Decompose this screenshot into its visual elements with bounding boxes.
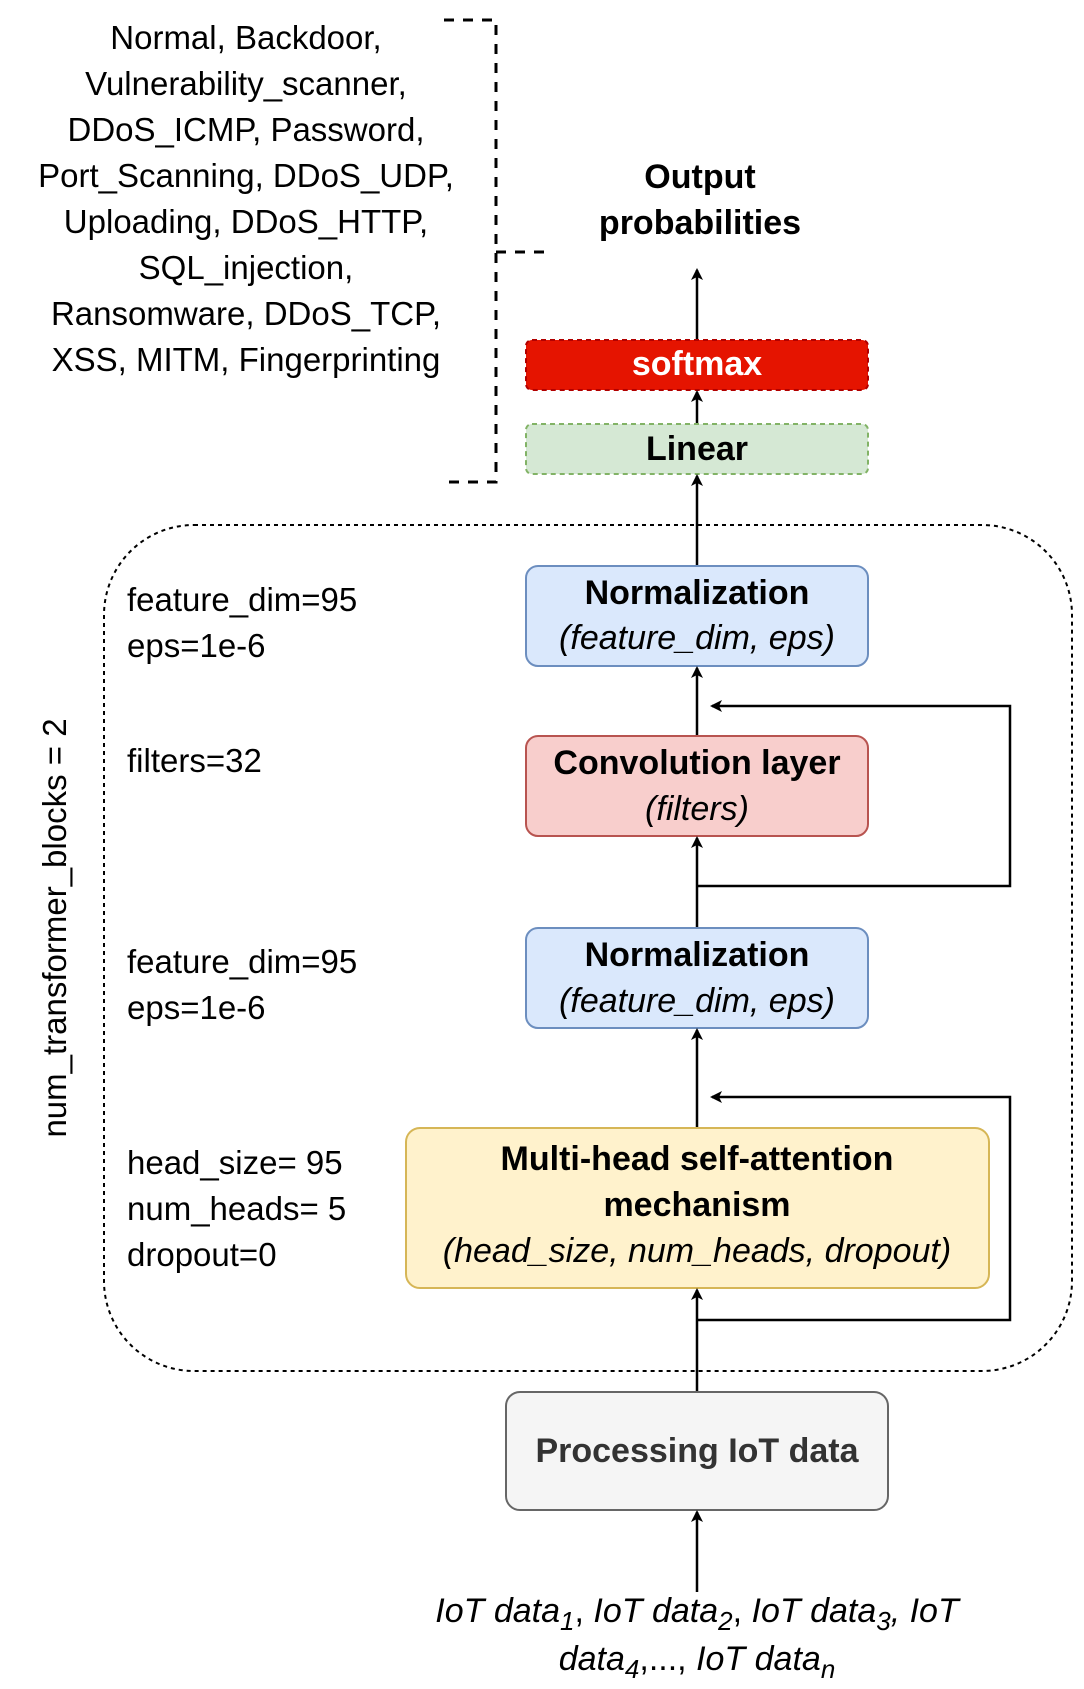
class-list-line: XSS, MITM, Fingerprinting	[52, 341, 441, 378]
class-list-line: Ransomware, DDoS_TCP,	[51, 295, 441, 332]
attention-title-line2: mechanism	[603, 1186, 790, 1224]
input-line1: IoT data1, IoT data2, IoT data3, IoT	[435, 1592, 961, 1636]
attention-hyper3: dropout=0	[127, 1236, 277, 1273]
output-title-line2: probabilities	[599, 204, 801, 242]
class-list: Normal, Backdoor, Vulnerability_scanner,…	[38, 19, 454, 378]
residual-attention	[697, 1091, 1012, 1322]
attention-hyper1: head_size= 95	[127, 1144, 343, 1181]
softmax-label: softmax	[632, 345, 762, 383]
attention-params: (head_size, num_heads, dropout)	[443, 1232, 951, 1270]
class-list-line: Port_Scanning, DDoS_UDP,	[38, 157, 454, 194]
class-bracket	[444, 18, 546, 484]
processing-label: Processing IoT data	[535, 1432, 859, 1470]
num-transformer-blocks-label: num_transformer_blocks = 2	[36, 718, 73, 1137]
normalization-top-hyper1: feature_dim=95	[127, 581, 357, 618]
normalization-top-title: Normalization	[585, 574, 810, 612]
transformer-block-container	[103, 524, 1073, 1372]
normalization-bottom-params: (feature_dim, eps)	[559, 982, 835, 1020]
convolution-params: (filters)	[645, 790, 749, 828]
normalization-bottom-hyper1: feature_dim=95	[127, 943, 357, 980]
class-list-line: SQL_injection,	[139, 249, 354, 286]
residual-conv	[697, 700, 1012, 888]
attention-hyper2: num_heads= 5	[127, 1190, 346, 1227]
linear-label: Linear	[646, 430, 748, 468]
class-list-line: Normal, Backdoor,	[110, 19, 381, 56]
normalization-bottom-title: Normalization	[585, 936, 810, 974]
class-list-line: DDoS_ICMP, Password,	[67, 111, 424, 148]
attention-title-line1: Multi-head self-attention	[501, 1140, 894, 1178]
output-title-line1: Output	[644, 158, 755, 196]
class-list-line: Uploading, DDoS_HTTP,	[64, 203, 428, 240]
input-line2: data4,..., IoT datan	[559, 1640, 836, 1684]
normalization-top-hyper2: eps=1e-6	[127, 627, 266, 664]
convolution-title: Convolution layer	[553, 744, 840, 782]
convolution-hyper1: filters=32	[127, 742, 262, 779]
normalization-top-params: (feature_dim, eps)	[559, 619, 835, 657]
class-list-line: Vulnerability_scanner,	[85, 65, 407, 102]
normalization-bottom-hyper2: eps=1e-6	[127, 989, 266, 1026]
